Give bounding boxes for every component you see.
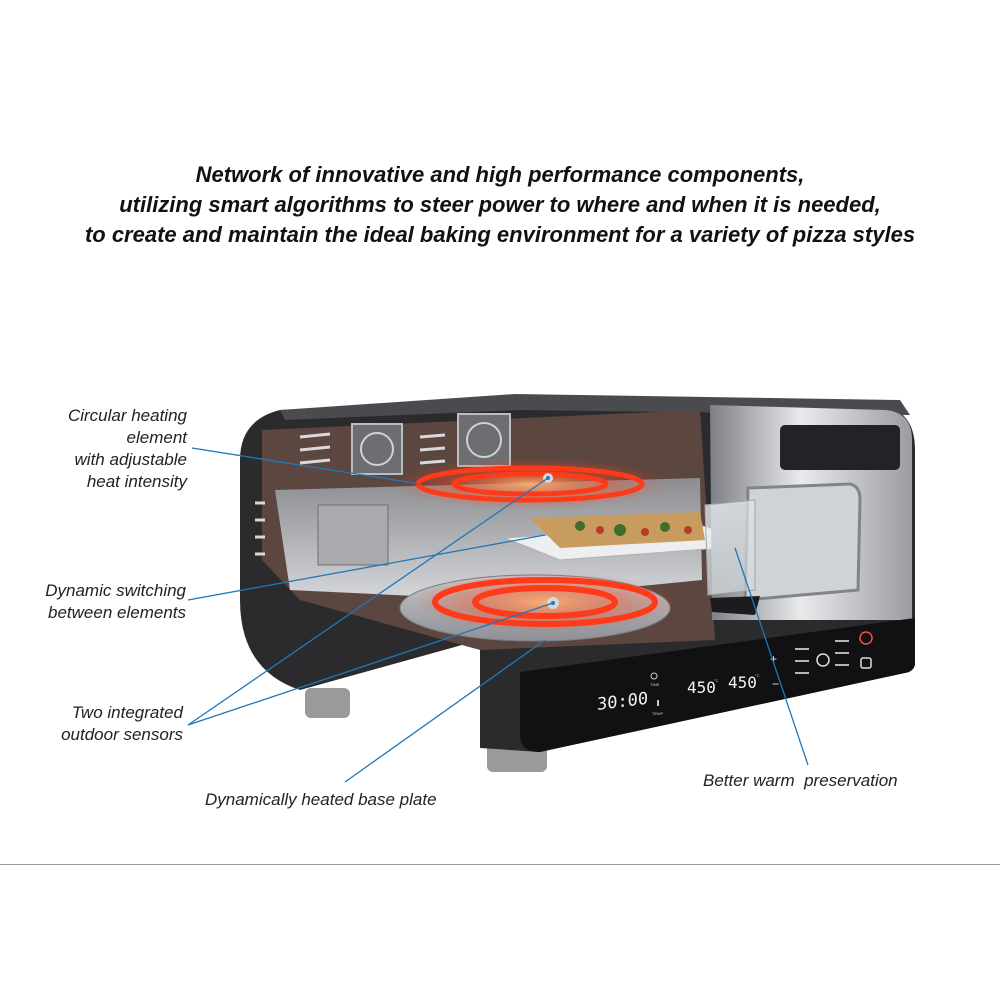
thermometer-icon — [657, 700, 659, 706]
callout-sensors-line-1: Two integrated — [71, 703, 183, 722]
temp-bottom-display: 450 — [728, 673, 757, 692]
vent-slots — [255, 432, 446, 556]
callout-warm-preservation-line-1: Better warm preservation — [703, 771, 898, 790]
callout-warm-preservation: Better warm preservation — [703, 770, 898, 792]
oven-top — [280, 394, 910, 420]
leader-lines — [187, 447, 809, 783]
temp-top-unit: °C — [714, 678, 719, 683]
fan-left — [351, 423, 403, 475]
callout-dynamic-switching-line-1: Dynamic switching — [45, 581, 186, 600]
control-panel — [520, 618, 915, 752]
callout-sensors-line-2: outdoor sensors — [61, 725, 183, 744]
temp-bottom-unit: °C — [755, 673, 760, 678]
power-icon[interactable] — [859, 631, 873, 645]
time-label: TIME — [650, 682, 660, 687]
callout-circular-heating-line-3: with adjustable — [74, 450, 187, 469]
callout-base-plate: Dynamically heated base plate — [205, 789, 437, 811]
preset-buttons[interactable] — [795, 640, 849, 674]
callout-circular-heating: Circular heating element with adjustable… — [68, 405, 187, 493]
start-stop-icon[interactable] — [860, 657, 872, 669]
bottom-divider — [0, 864, 1000, 865]
headline-line-3: to create and maintain the ideal baking … — [84, 222, 916, 247]
callout-dynamic-switching-line-2: between elements — [48, 603, 186, 622]
callout-dynamic-switching: Dynamic switching between elements — [45, 580, 186, 624]
increase-button[interactable]: + — [770, 652, 777, 666]
glass-warming-chamber — [704, 499, 756, 596]
callout-circular-heating-line-4: heat intensity — [86, 472, 187, 491]
lower-heating-element — [432, 577, 658, 627]
headline: Network of innovative and high performan… — [0, 160, 1000, 250]
door-window — [743, 482, 862, 602]
decrease-button[interactable]: − — [772, 677, 779, 691]
callout-circular-heating-line-2: element — [126, 428, 187, 447]
temp-label: TEMP — [652, 711, 663, 716]
light-icon[interactable] — [816, 653, 830, 667]
oven-foot-left — [305, 688, 350, 718]
fan-right — [457, 413, 511, 467]
headline-line-2: utilizing smart algorithms to steer powe… — [119, 192, 881, 217]
oven-handle — [780, 425, 900, 470]
callout-circular-heating-line-1: Circular heating — [67, 406, 187, 425]
clock-icon — [650, 672, 658, 680]
callout-base-plate-line-1: Dynamically heated base plate — [205, 790, 437, 809]
callout-sensors: Two integrated outdoor sensors — [61, 702, 183, 746]
temp-top-display: 450 — [687, 678, 716, 697]
headline-line-1: Network of innovative and high performan… — [195, 162, 805, 187]
